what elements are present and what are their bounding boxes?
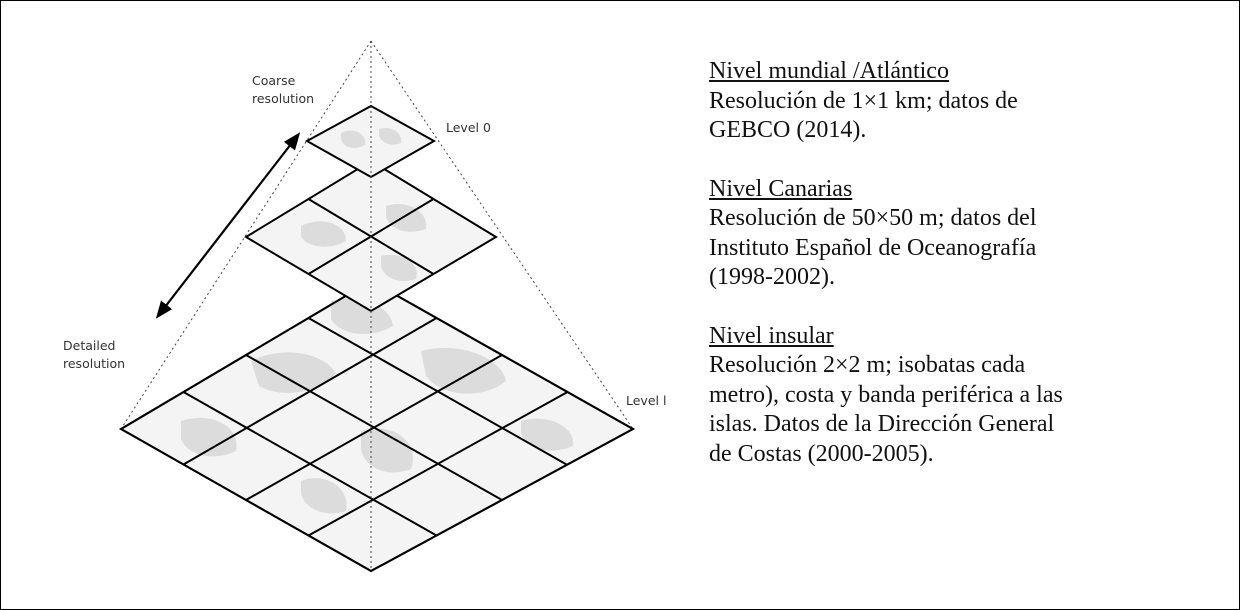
section-line: GEBCO (2014). [709, 117, 867, 143]
landmass-shapes [181, 298, 574, 514]
description-panel: Nivel mundial /Atlántico Resolución de 1… [709, 57, 1229, 469]
detailed-label-line1: Detailed [63, 338, 115, 353]
section-line: metro), costa y banda periférica a las [709, 381, 1063, 408]
section-world-atlantic: Nivel mundial /Atlántico Resolución de 1… [709, 57, 1229, 146]
section-line: Resolución 2×2 m; isobatas cada [709, 352, 1026, 378]
level-l-grid [119, 279, 636, 573]
section-canarias: Nivel Canarias Resolución de 50×50 m; da… [709, 175, 1229, 293]
section-line: islas. Datos de la Dirección General [709, 411, 1055, 437]
level-0-label: Level 0 [446, 120, 491, 135]
detailed-label-line2: resolution [63, 356, 125, 371]
section-line: Resolución de 50×50 m; datos del [709, 205, 1037, 231]
section-line: de Costas (2000-2005). [709, 440, 934, 467]
section-line: (1998-2002). [709, 264, 835, 290]
section-line: Instituto Español de Oceanografía [709, 234, 1037, 261]
section-title: Nivel insular [709, 322, 834, 349]
section-line: Resolución de 1×1 km; datos de [709, 87, 1018, 114]
section-title: Nivel Canarias [709, 175, 853, 202]
level-l-label: Level l [626, 393, 666, 408]
section-title: Nivel mundial /Atlántico [709, 58, 949, 84]
coarse-label-line2: resolution [252, 91, 314, 106]
tile-pyramid-diagram: Coarse resolution Level 0 Detailed resol… [63, 40, 666, 573]
section-insular: Nivel insular Resolución 2×2 m; isobatas… [709, 322, 1229, 470]
coarse-label-line1: Coarse [252, 73, 296, 88]
resolution-arrow [155, 132, 301, 319]
